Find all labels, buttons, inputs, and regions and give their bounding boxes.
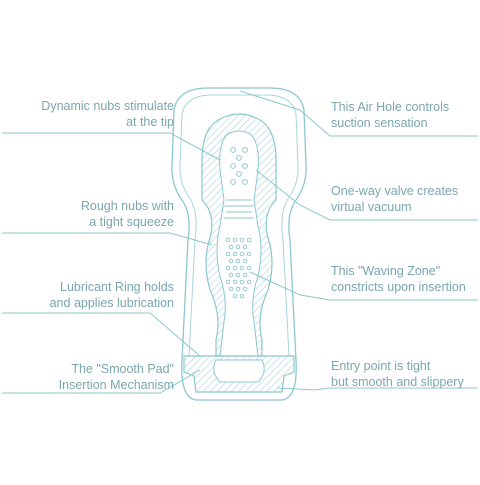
leader-lines bbox=[2, 90, 478, 394]
label-line: suction sensation bbox=[331, 116, 428, 130]
label-line: This Air Hole controls bbox=[331, 100, 450, 114]
label-line: Insertion Mechanism bbox=[58, 378, 174, 392]
valve-ribs bbox=[224, 199, 254, 219]
label-line: and applies lubrication bbox=[49, 296, 174, 310]
label-line: Dynamic nubs stimulate bbox=[41, 99, 174, 113]
tip-nubs bbox=[230, 147, 248, 185]
waving-zone-nubs bbox=[225, 237, 252, 299]
label-dynamic-nubs: Dynamic nubs stimulate at the tip bbox=[41, 98, 174, 130]
label-line: virtual vacuum bbox=[331, 200, 412, 214]
label-waving-zone: This "Waving Zone" constricts upon inser… bbox=[331, 263, 466, 295]
label-line: at the tip bbox=[126, 115, 174, 129]
label-smooth-pad: The "Smooth Pad" Insertion Mechanism bbox=[59, 361, 174, 393]
label-line: a tight squeeze bbox=[89, 215, 174, 229]
label-line: Lubricant Ring holds bbox=[60, 280, 174, 294]
label-line: Entry point is tight bbox=[331, 359, 431, 373]
label-lubricant-ring: Lubricant Ring holds and applies lubrica… bbox=[50, 279, 174, 311]
label-rough-nubs: Rough nubs with a tight squeeze bbox=[81, 198, 174, 230]
label-line: constricts upon insertion bbox=[331, 280, 466, 294]
label-line: The "Smooth Pad" bbox=[71, 362, 174, 376]
label-one-way-valve: One-way valve creates virtual vacuum bbox=[331, 183, 458, 215]
label-line: Rough nubs with bbox=[80, 199, 174, 213]
label-line: but smooth and slippery bbox=[331, 375, 464, 389]
label-line: One-way valve creates bbox=[331, 184, 459, 198]
outer-cup-outline bbox=[171, 87, 307, 401]
label-line: This "Waving Zone" bbox=[331, 264, 441, 278]
label-air-hole: This Air Hole controls suction sensation bbox=[331, 99, 449, 131]
label-entry-point: Entry point is tight but smooth and slip… bbox=[331, 358, 464, 390]
smooth-pad bbox=[213, 359, 265, 383]
inner-canal bbox=[216, 130, 262, 357]
